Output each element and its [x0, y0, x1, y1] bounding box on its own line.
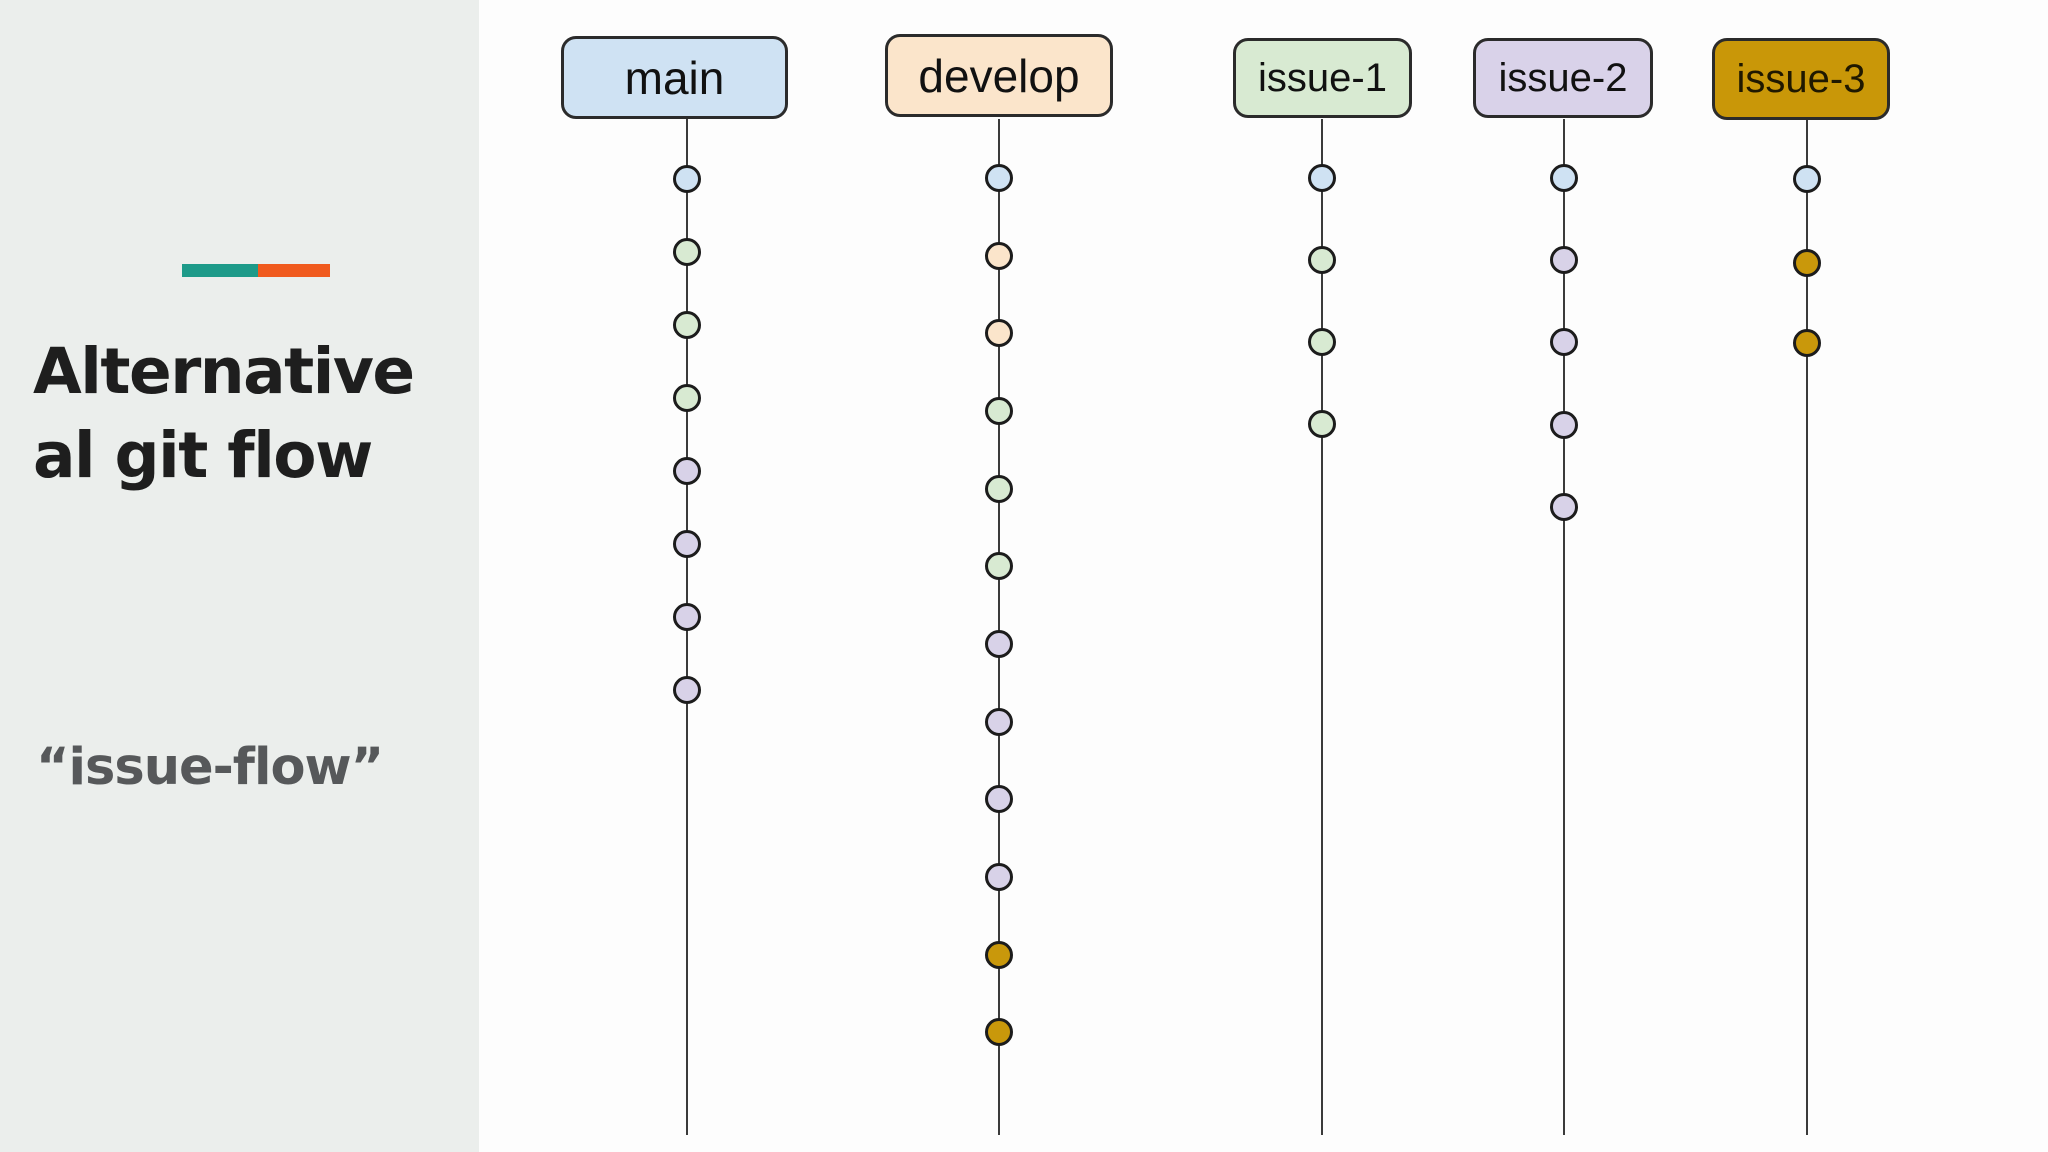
branch-line-develop	[997, 119, 1001, 1135]
commit-dot-issue-1-3	[1308, 328, 1336, 356]
branch-label-issue-1: issue-1	[1233, 38, 1412, 118]
commit-dot-issue-1-2	[1308, 246, 1336, 274]
slide-subtitle: “issue-flow”	[36, 738, 384, 797]
commit-dot-main-6	[673, 530, 701, 558]
branch-label-develop: develop	[885, 34, 1113, 117]
commit-dot-develop-8	[985, 708, 1013, 736]
branch-label-issue-2: issue-2	[1473, 38, 1653, 118]
branch-label-issue-3: issue-3	[1712, 38, 1890, 120]
commit-dot-issue-3-3	[1793, 329, 1821, 357]
commit-dot-develop-7	[985, 630, 1013, 658]
commit-dot-main-7	[673, 603, 701, 631]
slide-title-line-2: al git flow	[33, 419, 373, 492]
branch-line-issue-3	[1805, 119, 1809, 1135]
commit-dot-develop-2	[985, 242, 1013, 270]
commit-dot-main-8	[673, 676, 701, 704]
commit-dot-develop-12	[985, 1018, 1013, 1046]
commit-dot-issue-1-4	[1308, 410, 1336, 438]
commit-dot-develop-9	[985, 785, 1013, 813]
commit-dot-main-1	[673, 165, 701, 193]
branch-line-issue-2	[1562, 119, 1566, 1135]
commit-dot-issue-3-2	[1793, 249, 1821, 277]
slide-title: Alternative al git flow	[33, 330, 415, 498]
commit-dot-develop-10	[985, 863, 1013, 891]
commit-dot-issue-2-2	[1550, 246, 1578, 274]
commit-dot-develop-11	[985, 941, 1013, 969]
commit-dot-main-3	[673, 311, 701, 339]
commit-dot-issue-3-1	[1793, 165, 1821, 193]
accent-bar-teal-segment	[182, 264, 258, 277]
left-panel: Alternative al git flow “issue-flow”	[0, 0, 479, 1152]
commit-dot-issue-2-5	[1550, 493, 1578, 521]
commit-dot-develop-4	[985, 397, 1013, 425]
branch-label-main: main	[561, 36, 788, 119]
commit-dot-develop-5	[985, 475, 1013, 503]
slide-title-line-1: Alternative	[33, 335, 415, 408]
commit-dot-issue-2-4	[1550, 411, 1578, 439]
commit-dot-develop-3	[985, 319, 1013, 347]
commit-dot-main-2	[673, 238, 701, 266]
accent-bar	[182, 264, 330, 277]
branch-line-issue-1	[1320, 119, 1324, 1135]
commit-dot-issue-2-1	[1550, 164, 1578, 192]
commit-dot-main-4	[673, 384, 701, 412]
commit-dot-issue-1-1	[1308, 164, 1336, 192]
commit-dot-develop-1	[985, 164, 1013, 192]
commit-dot-issue-2-3	[1550, 328, 1578, 356]
commit-dot-develop-6	[985, 552, 1013, 580]
commit-dot-main-5	[673, 457, 701, 485]
accent-bar-orange-segment	[258, 264, 330, 277]
